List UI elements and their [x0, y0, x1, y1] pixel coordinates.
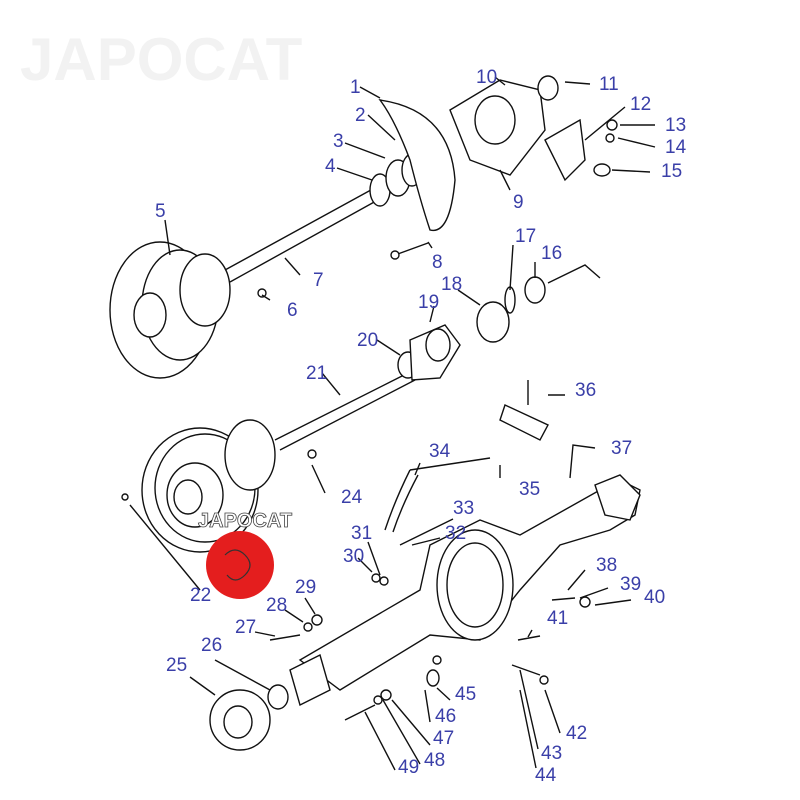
part-label-16: 16	[541, 243, 562, 264]
part-label-13: 13	[665, 115, 686, 136]
part-label-22: 22	[190, 585, 211, 606]
part-label-25: 25	[166, 655, 187, 676]
part-label-49: 49	[398, 757, 419, 778]
part-label-32: 32	[445, 523, 466, 544]
part-label-8: 8	[432, 252, 443, 273]
part-label-6: 6	[287, 300, 298, 321]
backing-plate	[378, 99, 456, 232]
japocat-logo: JAPOCAT	[198, 510, 292, 599]
part-label-26: 26	[201, 635, 222, 656]
part-label-43: 43	[541, 743, 562, 764]
part-label-38: 38	[596, 555, 617, 576]
part-label-27: 27	[235, 617, 256, 638]
upper-brake-disc	[109, 241, 231, 379]
part-label-45: 45	[455, 684, 476, 705]
part-label-21: 21	[306, 363, 327, 384]
part-label-36: 36	[575, 380, 596, 401]
part-label-33: 33	[453, 498, 474, 519]
part-label-20: 20	[357, 330, 378, 351]
part-label-12: 12	[630, 94, 651, 115]
part-label-17: 17	[515, 226, 536, 247]
sensor-36	[499, 380, 549, 441]
part-label-30: 30	[343, 546, 364, 567]
part-label-24: 24	[341, 487, 363, 508]
bolt-8	[390, 242, 429, 260]
part-label-42: 42	[566, 723, 587, 744]
part-label-19: 19	[418, 292, 439, 313]
bearing-16-18	[476, 264, 601, 343]
watermark: JAPOCAT	[20, 26, 302, 93]
small-hardware	[121, 288, 591, 721]
part-label-34: 34	[429, 441, 451, 462]
bearing-housing	[449, 75, 618, 182]
part-label-40: 40	[644, 587, 665, 608]
part-label-10: 10	[476, 67, 497, 88]
part-label-7: 7	[313, 270, 324, 291]
logo-text: JAPOCAT	[198, 510, 292, 532]
part-label-28: 28	[266, 595, 287, 616]
part-label-35: 35	[519, 479, 540, 500]
part-label-48: 48	[424, 750, 445, 771]
bearing-26	[209, 684, 289, 751]
lower-axle-shaft	[224, 324, 461, 491]
part-label-9: 9	[513, 192, 524, 213]
part-label-31: 31	[351, 523, 372, 544]
part-label-14: 14	[665, 137, 687, 158]
part-label-3: 3	[333, 131, 344, 152]
part-label-15: 15	[661, 161, 682, 182]
breather-hose-34	[384, 457, 491, 533]
part-label-2: 2	[355, 105, 366, 126]
part-label-47: 47	[433, 728, 454, 749]
part-label-29: 29	[295, 577, 316, 598]
upper-axle-shaft	[224, 153, 423, 283]
part-label-39: 39	[620, 574, 641, 595]
part-label-18: 18	[441, 274, 462, 295]
part-label-44: 44	[535, 765, 557, 786]
part-label-1: 1	[350, 77, 361, 98]
axle-housing	[289, 474, 641, 707]
part-label-11: 11	[599, 74, 619, 95]
part-label-5: 5	[155, 201, 166, 222]
leader-lines	[129, 76, 656, 771]
part-label-41: 41	[547, 608, 568, 629]
part-label-37: 37	[611, 438, 632, 459]
part-label-4: 4	[325, 156, 336, 177]
part-label-46: 46	[435, 706, 456, 727]
